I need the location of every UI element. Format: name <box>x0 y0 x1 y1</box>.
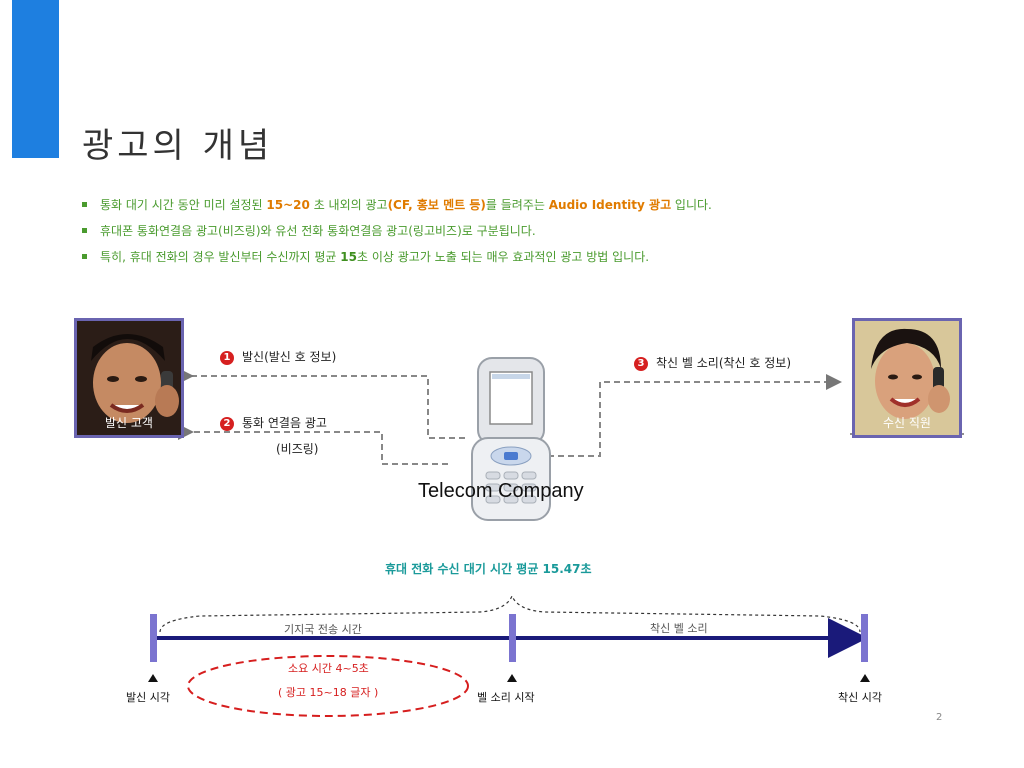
caller-portrait-icon <box>77 321 181 435</box>
bullet-list: 통화 대기 시간 동안 미리 설정된 15~20 초 내외의 광고(CF, 홍보… <box>82 196 712 274</box>
cell-phone-icon <box>471 357 551 521</box>
timeline-marker-end <box>861 614 868 662</box>
caller-label: 발신 고객 <box>105 416 153 430</box>
accent-bar <box>12 0 59 158</box>
step2-subcaption: (비즈링) <box>276 442 319 456</box>
step1-number: 1 <box>220 350 234 365</box>
receiver-photo: 수신 직원 <box>852 318 962 438</box>
slide-title: 광고의 개념 <box>82 126 274 166</box>
bullet-item: 휴대폰 통화연결음 광고(비즈링)와 유선 전화 통화연결음 광고(링고비즈)로… <box>82 222 712 248</box>
receiver-label: 수신 직원 <box>883 416 931 430</box>
ad-length-label: ( 광고 15~18 글자 ) <box>278 686 379 699</box>
ad-duration-ellipse <box>187 655 469 717</box>
bullet-item: 통화 대기 시간 동안 미리 설정된 15~20 초 내외의 광고(CF, 홍보… <box>82 196 712 222</box>
segment1-label: 기지국 전송 시간 <box>284 623 362 636</box>
link-line-3 <box>548 374 842 457</box>
step3-number: 3 <box>634 356 648 371</box>
step2-number: 2 <box>220 416 234 431</box>
timeline-marker-ring <box>509 614 516 662</box>
telecom-company-label: Telecom Company <box>418 480 584 502</box>
timeline-graphic <box>148 594 870 717</box>
caller-photo: 발신 고객 <box>74 318 184 438</box>
average-wait-label: 휴대 전화 수신 대기 시간 평균 15.47초 <box>385 562 592 576</box>
diagram-lines <box>178 357 964 521</box>
marker-start-label: 발신 시각 <box>126 691 170 704</box>
start-triangle-icon <box>148 674 158 682</box>
segment2-label: 착신 벨 소리 <box>650 622 708 635</box>
link-line-2 <box>178 424 448 465</box>
ring-triangle-icon <box>507 674 517 682</box>
bullet-item: 특히, 휴대 전화의 경우 발신부터 수신까지 평균 15초 이상 광고가 노출… <box>82 248 712 274</box>
page-number: 2 <box>936 712 943 723</box>
required-time-label: 소요 시간 4~5초 <box>288 662 369 675</box>
marker-end-label: 착신 시각 <box>838 691 882 704</box>
receiver-portrait-icon <box>855 321 959 435</box>
end-triangle-icon <box>860 674 870 682</box>
timeline-marker-start <box>150 614 157 662</box>
marker-ring-label: 벨 소리 시작 <box>477 691 535 704</box>
